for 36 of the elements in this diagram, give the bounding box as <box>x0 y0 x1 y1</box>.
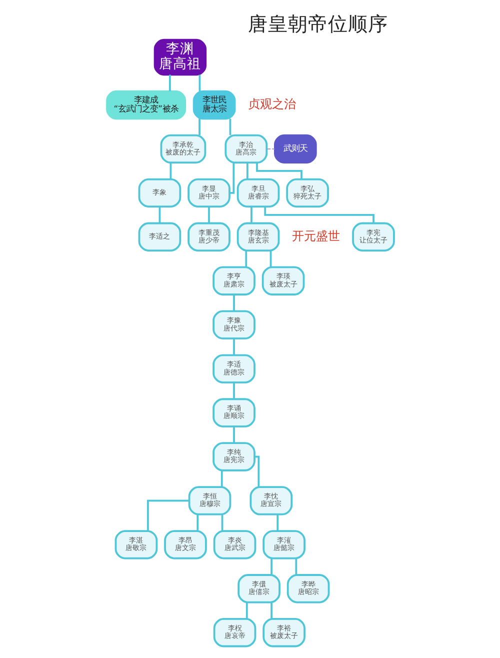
connector <box>294 558 297 575</box>
connector <box>208 206 210 224</box>
connector <box>264 206 374 224</box>
connector <box>232 294 234 312</box>
node-box: 李世民 唐太宗 <box>192 90 236 120</box>
connector <box>198 74 200 92</box>
connector <box>270 558 272 575</box>
node-label: 贞观之治 <box>247 96 296 111</box>
connector <box>256 162 302 180</box>
diagram-title: 唐皇朝帝位顺序 <box>248 12 388 36</box>
connector <box>276 514 278 531</box>
connector <box>232 338 234 355</box>
connector <box>228 118 231 136</box>
connector <box>232 382 234 399</box>
connector <box>232 426 234 443</box>
node-box: 武则天 <box>274 134 316 164</box>
connector <box>266 148 275 150</box>
connector <box>220 470 222 487</box>
connector <box>245 602 248 619</box>
node-box: 李建成 “玄武门之变”被杀 <box>106 90 186 120</box>
connector <box>198 118 200 136</box>
connector <box>246 162 248 180</box>
connector <box>269 250 272 268</box>
connector <box>229 162 234 194</box>
connector <box>244 250 247 268</box>
connector <box>220 514 223 531</box>
connector <box>168 74 170 92</box>
connector <box>254 456 260 488</box>
connector <box>158 206 160 224</box>
connector <box>146 500 189 531</box>
connector <box>169 162 172 180</box>
node-box: 李渊 唐高祖 <box>153 38 206 76</box>
connector <box>270 602 272 619</box>
node-label: 开元盛世 <box>291 228 340 243</box>
connector <box>250 206 252 224</box>
connector <box>196 514 198 531</box>
